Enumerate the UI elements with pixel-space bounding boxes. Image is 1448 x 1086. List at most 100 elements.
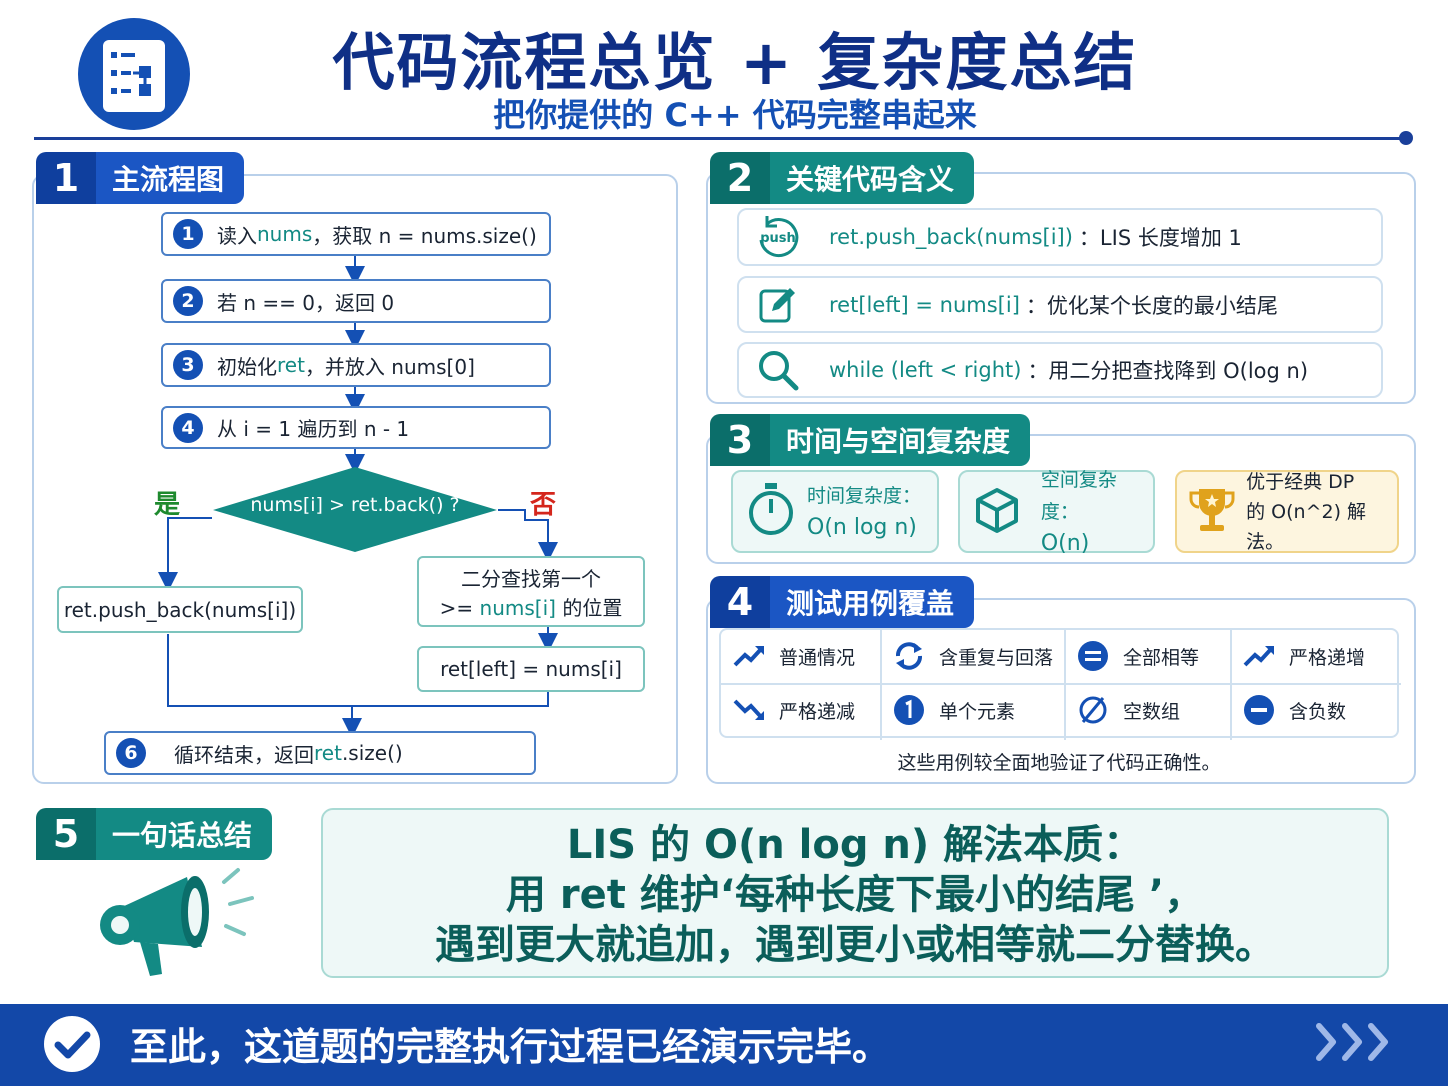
test-case-strict-decreasing: 严格递减	[719, 684, 879, 736]
push-icon-text: push	[760, 231, 796, 246]
flow-step-2: 2 若 n == 0，返回 0	[161, 279, 551, 323]
section-2-tag: 2 关键代码含义	[710, 152, 975, 204]
test-case-label: 严格递减	[779, 700, 856, 723]
section-title: 测试用例覆盖	[770, 576, 975, 628]
test-case-label: 含重复与回落	[939, 646, 1054, 669]
step-number: 2	[173, 286, 203, 316]
one-icon	[891, 692, 927, 728]
step-text: 从 i = 1 遍历到 n - 1	[217, 417, 410, 441]
summary-line-1: LIS 的 O(n log n) 解法本质：	[566, 822, 1144, 868]
assign-box: ret[left] = nums[i]	[417, 646, 645, 692]
equal-icon	[1075, 638, 1111, 674]
chevrons-right-icon	[1313, 1020, 1403, 1068]
section-number: 1	[36, 152, 96, 204]
section-number: 4	[710, 576, 770, 628]
cube-icon	[972, 485, 1041, 539]
repeat-icon	[891, 638, 927, 674]
step-number: 3	[173, 350, 203, 380]
footer-message: 至此，这道题的完整执行过程已经演示完毕。	[130, 1025, 891, 1069]
test-case-single: 单个元素	[879, 684, 1063, 736]
trophy-icon	[1185, 483, 1246, 541]
trend-up-icon	[1241, 638, 1277, 674]
code-row-push: push ret.push_back(nums[i]) ：LIS 长度增加 1	[737, 208, 1383, 266]
binary-search-line1: 二分查找第一个	[461, 566, 601, 591]
section-number: 2	[710, 152, 770, 204]
better-line-1: 优于经典 DP	[1246, 470, 1355, 493]
minus-icon	[1241, 692, 1277, 728]
flowchart-connectors	[158, 256, 558, 738]
test-case-grid	[719, 628, 1401, 740]
code-row-while: while (left < right) ：用二分把查找降到 O(log n)	[737, 342, 1383, 398]
binary-search-pre: >=	[439, 595, 480, 620]
push-back-box: ret.push_back(nums[i])	[57, 586, 303, 633]
test-case-label: 空数组	[1123, 700, 1181, 723]
section-1-tag: 1 主流程图	[36, 152, 245, 204]
test-case-repeat: 含重复与回落	[879, 630, 1063, 682]
code-snippet: while (left < right)	[829, 358, 1022, 382]
binary-search-code: nums[i]	[479, 595, 556, 620]
header-divider-dot	[1399, 131, 1413, 145]
step-text: 循环结束，返回	[174, 742, 314, 767]
step-code: ret	[277, 353, 305, 377]
summary-line-2: 用 ret 维护‘每种长度下最小的结尾 ’，	[505, 872, 1205, 918]
step-text-post: ，并放入 nums[0]	[304, 354, 475, 379]
test-case-empty: 空数组	[1063, 684, 1229, 736]
step-text-post: .size()	[341, 741, 403, 765]
section-title: 一句话总结	[96, 808, 273, 860]
binary-search-post: 的位置	[555, 595, 623, 620]
flow-step-4: 4 从 i = 1 遍历到 n - 1	[161, 406, 551, 449]
trend-up-icon	[731, 638, 767, 674]
search-icon	[753, 345, 803, 395]
step-number: 6	[116, 738, 146, 768]
section-3-tag: 3 时间与空间复杂度	[710, 414, 1031, 466]
summary-line-3: 遇到更大就追加，遇到更小或相等就二分替换。	[435, 922, 1275, 968]
page-subtitle: 把你提供的 C++ 代码完整串起来	[493, 96, 977, 134]
step-text-post: ，获取 n = nums.size()	[312, 223, 537, 248]
megaphone-icon	[92, 862, 262, 986]
space-complexity-title: 空间复杂度：	[1040, 468, 1117, 523]
header-divider	[34, 137, 1406, 140]
test-case-label: 含负数	[1289, 700, 1347, 723]
code-description: ：用二分把查找降到 O(log n)	[1027, 359, 1309, 383]
section-title: 时间与空间复杂度	[770, 414, 1031, 466]
step-text: 读入	[217, 223, 257, 248]
space-complexity-card: 空间复杂度： O(n)	[958, 469, 1155, 556]
code-description: ：LIS 长度增加 1	[1078, 226, 1242, 250]
trend-down-icon	[731, 692, 767, 728]
step-code: nums	[257, 222, 313, 246]
footer-bar	[0, 1004, 1448, 1086]
section-number: 5	[36, 808, 96, 860]
section-title: 主流程图	[96, 152, 245, 204]
better-line-2: 的 O(n^2) 解法。	[1246, 500, 1367, 553]
summary-box: LIS 的 O(n log n) 解法本质： 用 ret 维护‘每种长度下最小的…	[321, 808, 1389, 978]
test-case-label: 全部相等	[1123, 646, 1200, 669]
test-case-label: 严格递增	[1289, 646, 1366, 669]
step-number: 1	[173, 219, 203, 249]
document-flow-icon	[103, 40, 165, 112]
binary-search-box: 二分查找第一个 >= nums[i] 的位置	[417, 556, 645, 627]
code-description: ：优化某个长度的最小结尾	[1025, 293, 1278, 318]
test-case-negative: 含负数	[1229, 684, 1399, 736]
step-code: ret	[314, 741, 342, 765]
decision-text: nums[i] > ret.back() ?	[250, 494, 460, 516]
flow-step-1: 1 读入 nums，获取 n = nums.size()	[161, 212, 551, 256]
test-case-normal: 普通情况	[719, 630, 879, 682]
code-row-assign: ret[left] = nums[i] ：优化某个长度的最小结尾	[737, 276, 1383, 333]
code-snippet: ret.push_back(nums[i])	[829, 225, 1073, 249]
decision-no-label: 否	[530, 490, 557, 520]
test-case-label: 单个元素	[939, 700, 1016, 723]
decision-yes-label: 是	[154, 490, 181, 520]
step-number: 4	[173, 412, 203, 443]
time-complexity-card: 时间复杂度： O(n log n)	[731, 470, 939, 553]
push-icon: push	[753, 212, 803, 262]
code-snippet: ret[left] = nums[i]	[829, 292, 1020, 317]
step-text: 若 n == 0，返回 0	[217, 290, 395, 315]
flow-step-6: 6 循环结束，返回 ret.size()	[104, 731, 536, 775]
test-case-all-equal: 全部相等	[1063, 630, 1229, 682]
section-number: 3	[710, 414, 770, 466]
check-icon	[42, 1014, 102, 1078]
edit-icon	[753, 280, 803, 330]
better-than-dp-card: 优于经典 DP 的 O(n^2) 解法。	[1175, 470, 1399, 553]
test-grid-lines	[721, 630, 1401, 740]
time-complexity-title: 时间复杂度：	[807, 484, 922, 507]
